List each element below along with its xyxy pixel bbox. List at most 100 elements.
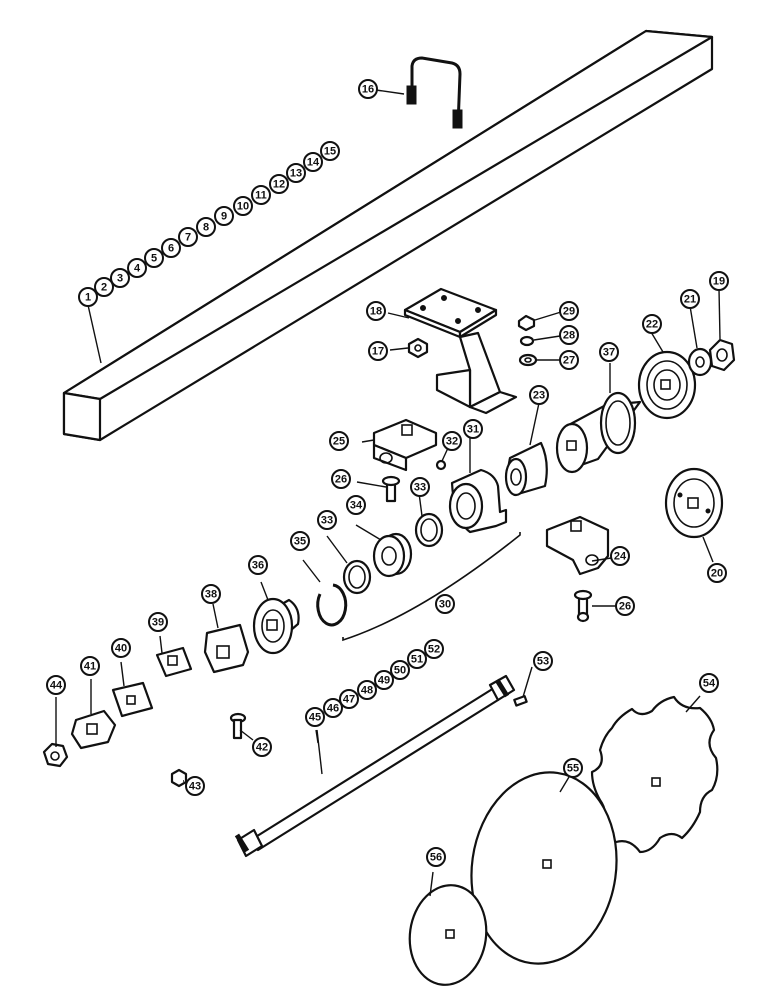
callout-number: 45 — [309, 712, 321, 724]
callout-38: 38 — [201, 584, 221, 604]
callout-number: 53 — [537, 656, 549, 668]
plate-39 — [155, 646, 193, 678]
callout-circle — [290, 531, 310, 551]
callout-29: 29 — [559, 301, 579, 321]
callout-circle — [127, 258, 147, 278]
callout-11: 11 — [251, 185, 271, 205]
callout-21: 21 — [680, 289, 700, 309]
callout-number: 40 — [115, 643, 127, 655]
callout-20: 20 — [707, 563, 727, 583]
callout-48: 48 — [357, 680, 377, 700]
callout-circle — [407, 649, 427, 669]
callout-25: 25 — [329, 431, 349, 451]
callout-circle — [426, 847, 446, 867]
callout-number: 17 — [372, 346, 384, 358]
callout-55: 55 — [563, 758, 583, 778]
callout-18: 18 — [366, 301, 386, 321]
callout-number: 48 — [361, 685, 373, 697]
spool — [555, 391, 642, 474]
callout-circle — [533, 651, 553, 671]
callout-17: 17 — [368, 341, 388, 361]
hex-nut-17 — [407, 337, 429, 359]
callout-circle — [442, 431, 462, 451]
flat-washer-27 — [518, 353, 538, 367]
callout-circle — [707, 563, 727, 583]
callout-3: 3 — [110, 268, 130, 288]
callout-33: 33 — [317, 510, 337, 530]
callout-labels: 1234567891011121314151617181920212223242… — [46, 79, 729, 867]
callout-circle — [252, 737, 272, 757]
callout-circle — [329, 431, 349, 451]
callout-circle — [709, 271, 729, 291]
callout-number: 4 — [134, 263, 141, 275]
callout-12: 12 — [269, 174, 289, 194]
callout-number: 12 — [273, 179, 285, 191]
callout-circle — [286, 163, 306, 183]
callout-34: 34 — [346, 495, 366, 515]
callout-37: 37 — [599, 342, 619, 362]
callout-circle — [346, 495, 366, 515]
callout-number: 24 — [614, 551, 627, 563]
callout-circle — [390, 660, 410, 680]
callout-24: 24 — [610, 546, 630, 566]
callout-circle — [529, 385, 549, 405]
callout-circle — [559, 301, 579, 321]
callout-number: 56 — [430, 852, 442, 864]
callout-52: 52 — [424, 639, 444, 659]
callout-circle — [248, 555, 268, 575]
callout-42: 42 — [252, 737, 272, 757]
callout-number: 25 — [333, 436, 345, 448]
callout-31: 31 — [463, 419, 483, 439]
hanger-bracket — [403, 287, 518, 415]
callout-circle — [642, 314, 662, 334]
callout-number: 7 — [185, 232, 191, 244]
callout-circle — [110, 268, 130, 288]
callout-number: 16 — [362, 84, 374, 96]
callout-45: 45 — [305, 707, 325, 727]
callout-circle — [680, 289, 700, 309]
gang-shaft — [234, 674, 516, 858]
hex-nut-44 — [42, 742, 69, 768]
callout-number: 15 — [324, 146, 336, 158]
callout-circle — [368, 341, 388, 361]
callout-circle — [80, 656, 100, 676]
seal-race-33-lower — [342, 559, 372, 595]
callout-number: 33 — [321, 515, 333, 527]
callout-circle — [374, 670, 394, 690]
callout-number: 52 — [428, 644, 440, 656]
callout-number: 3 — [117, 273, 123, 285]
callout-4: 4 — [127, 258, 147, 278]
bearing-housing — [448, 468, 508, 534]
callout-number: 55 — [567, 763, 579, 775]
callout-number: 23 — [533, 390, 545, 402]
callout-number: 37 — [603, 347, 615, 359]
callout-circle — [610, 546, 630, 566]
u-bolt — [406, 56, 463, 129]
callout-number: 10 — [237, 201, 249, 213]
callout-26: 26 — [615, 596, 635, 616]
callout-number: 6 — [168, 243, 174, 255]
callout-44: 44 — [46, 675, 66, 695]
callout-number: 41 — [84, 661, 96, 673]
leader-lines — [55, 89, 721, 897]
callout-16: 16 — [358, 79, 378, 99]
bearing-block-24 — [545, 515, 610, 576]
callout-circle — [463, 419, 483, 439]
callout-22: 22 — [642, 314, 662, 334]
callout-2: 2 — [94, 277, 114, 297]
callout-23: 23 — [529, 385, 549, 405]
nut-29 — [517, 314, 536, 332]
callout-circle — [111, 638, 131, 658]
callout-14: 14 — [303, 152, 323, 172]
callout-circle — [46, 675, 66, 695]
callout-number: 14 — [307, 157, 320, 169]
callout-number: 9 — [221, 211, 227, 223]
seal-race-33-upper — [414, 512, 444, 548]
carriage-bolt-42 — [229, 712, 247, 740]
pin-53 — [513, 695, 528, 707]
callout-1: 1 — [78, 287, 98, 307]
callout-number: 29 — [563, 306, 575, 318]
callout-53: 53 — [533, 651, 553, 671]
callout-circle — [357, 680, 377, 700]
callout-circle — [161, 238, 181, 258]
